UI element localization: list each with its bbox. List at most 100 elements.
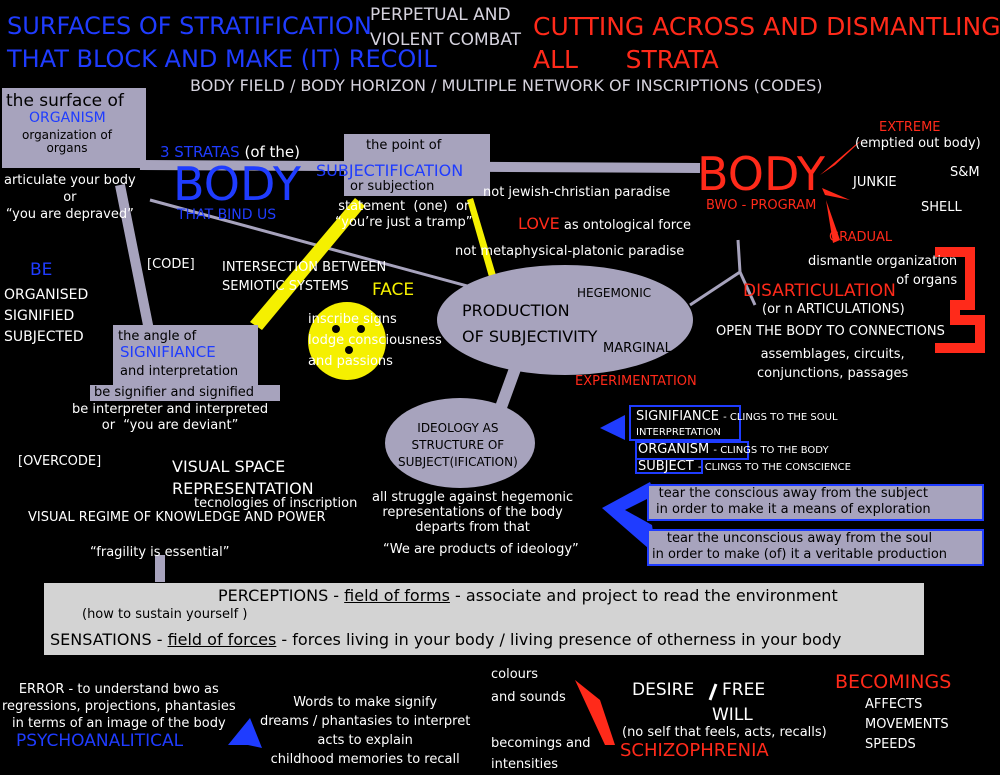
- strata-surfaces-title: SURFACES OF STRATIFICATION THAT BLOCK AN…: [7, 12, 437, 73]
- organism-label: ORGANISM: [29, 110, 106, 126]
- overcode-label: [OVERCODE]: [18, 454, 102, 469]
- gradual-text: dismantle organization of organs: [808, 254, 958, 288]
- struggle-text: all struggle against hegemonic represent…: [372, 490, 574, 535]
- body-title-blue: BODY: [173, 157, 301, 211]
- interpretation-label: and interpretation: [120, 364, 239, 379]
- products-of-ideology: “We are products of ideology”: [383, 542, 579, 557]
- extreme-item-shell: SHELL: [921, 200, 962, 215]
- bwo-program: BWO - PROGRAM: [706, 198, 817, 213]
- point-of-label: the point of: [366, 138, 442, 153]
- cutting-across-title: CUTTING ACROSS AND DISMANTLING ALL STRAT…: [533, 12, 1000, 74]
- cling-subject-text: - CLINGS TO THE CONSCIENCE: [697, 462, 851, 473]
- articulate-body-text: articulate your body or “you are deprave…: [4, 173, 136, 222]
- angle-of-label: the angle of: [118, 329, 197, 344]
- signifiance-label: SIGNIFIANCE: [120, 343, 216, 361]
- gradual-label: GRADUAL: [829, 230, 893, 245]
- red-pointers: [575, 140, 862, 745]
- tear-conscious: tear the conscious away from the subject…: [656, 486, 931, 517]
- stratas-of-the: (of the): [244, 143, 301, 161]
- extreme-label: EXTREME: [879, 120, 941, 135]
- body-title-red: BODY: [697, 147, 825, 201]
- be-list: ORGANISED SIGNIFIED SUBJECTED: [4, 287, 89, 345]
- organism-surface-label: the surface of: [6, 91, 124, 111]
- sensations-line: SENSATIONS - field of forces - forces li…: [50, 630, 842, 649]
- visual-space-label: VISUAL SPACE REPRESENTATION: [172, 457, 314, 498]
- visual-regime: VISUAL REGIME OF KNOWLEDGE AND POWER: [28, 510, 326, 525]
- psychoanalitical-label: PSYCHOANALITICAL: [16, 731, 184, 751]
- face-icon: [308, 302, 386, 380]
- production-of-subjectivity: PRODUCTION OF SUBJECTIVITY: [462, 301, 598, 346]
- becomings-items: AFFECTS MOVEMENTS SPEEDS: [865, 697, 949, 752]
- hegemonic-label: HEGEMONIC: [577, 286, 652, 300]
- colours-sounds: colours and sounds: [491, 667, 566, 705]
- statement-text: statement (one) or “you’re just a tramp”: [335, 199, 473, 230]
- extreme-item-junkie: JUNKIE: [853, 175, 897, 190]
- field-of-forces: field of forces: [167, 630, 277, 649]
- stratas-count: 3 STRATAS: [160, 143, 240, 161]
- assemblages-text: assemblages, circuits, conjunctions, pas…: [757, 347, 909, 381]
- desire-label: DESIRE: [632, 680, 695, 700]
- love-ontological: as ontological force: [563, 218, 691, 233]
- subjectification-label: SUBJECTIFICATION: [316, 161, 464, 180]
- n-articulations: (or n ARTICULATIONS): [762, 302, 905, 317]
- extreme-item-sm: S&M: [950, 165, 980, 180]
- sustain-yourself: (how to sustain yourself ): [82, 607, 248, 622]
- jewish-christian-paradise: not jewish-christian paradise: [483, 185, 671, 200]
- face-title: FACE: [372, 280, 415, 300]
- blue-pointers: [228, 415, 655, 748]
- platonic-paradise: not metaphysical-platonic paradise: [455, 244, 685, 259]
- that-bind-us: THAT BIND US: [177, 207, 277, 223]
- becomings-intensities: becomings and intensities: [491, 736, 591, 772]
- words-text: Words to make signify dreams / phantasie…: [260, 695, 471, 767]
- perceptions-line: PERCEPTIONS - field of forms - associate…: [218, 586, 838, 605]
- tecnologies-label: tecnologies of inscription: [194, 496, 358, 511]
- stratas-label: 3 STRATAS (of the): [160, 143, 301, 161]
- cling-organism-name: ORGANISM: [638, 442, 710, 457]
- sensations-desc: - forces living in your body / living pr…: [281, 630, 842, 649]
- cling-signifiance: SIGNIFIANCE - CLINGS TO THE SOUL: [636, 410, 838, 424]
- be-label: BE: [30, 260, 53, 280]
- perceptions-desc: - associate and project to read the envi…: [455, 586, 838, 605]
- sensations-label: SENSATIONS -: [50, 630, 163, 649]
- marginal-label: MARGINAL: [603, 341, 672, 356]
- grey-ellipses: [385, 265, 693, 488]
- love-label: LOVE: [518, 214, 560, 233]
- tear-unconscious: tear the unconscious away from the soul …: [652, 531, 948, 562]
- cling-organism: ORGANISM - CLINGS TO THE BODY: [638, 443, 829, 457]
- love-line: LOVE as ontological force: [518, 214, 691, 233]
- blue-outline-boxes: [629, 405, 749, 474]
- blue-tear-boxes: [647, 484, 984, 566]
- grey-boxes: [2, 88, 924, 655]
- cling-subject-name: SUBJECT: [638, 459, 694, 474]
- subtitle-network: BODY FIELD / BODY HORIZON / MULTIPLE NET…: [190, 76, 823, 95]
- no-self-text: (no self that feels, acts, recalls): [622, 725, 827, 740]
- yellow-connectors: [250, 198, 498, 330]
- emptied-out-body: (emptied out body): [855, 136, 981, 151]
- intersection-label: INTERSECTION BETWEEN SEMIOTIC SYSTEMS: [222, 260, 387, 294]
- or-subjection-label: or subjection: [350, 179, 435, 194]
- combat-label: PERPETUAL AND VIOLENT COMBAT: [370, 5, 522, 50]
- ideology-label: IDEOLOGY AS STRUCTURE OF SUBJECT(IFICATI…: [398, 421, 518, 469]
- code-label: [CODE]: [147, 257, 195, 272]
- signifier-signified: be signifier and signified: [94, 385, 255, 400]
- cling-interpretation: INTERPRETATION: [636, 427, 721, 438]
- not-equal-slash: [708, 683, 718, 701]
- experimentation-label: EXPERIMENTATION: [575, 374, 697, 389]
- cling-subject: SUBJECT - CLINGS TO THE CONSCIENCE: [638, 460, 851, 474]
- disarticulation-label: DISARTICULATION: [743, 281, 896, 301]
- becomings-label: BECOMINGS: [835, 671, 952, 693]
- cling-signifiance-text: - CLINGS TO THE SOUL: [723, 412, 838, 423]
- error-text: ERROR - to understand bwo as regressions…: [2, 682, 236, 731]
- fragility-quote: “fragility is essential”: [90, 545, 230, 560]
- perceptions-label: PERCEPTIONS -: [218, 586, 340, 605]
- cling-organism-text: - CLINGS TO THE BODY: [713, 445, 829, 456]
- field-of-forms: field of forms: [344, 586, 450, 605]
- interpreter-text: be interpreter and interpreted or “you a…: [72, 402, 269, 433]
- face-text: inscribe signs lodge consciousness and p…: [308, 312, 442, 369]
- free-label: FREE: [722, 680, 766, 700]
- cling-signifiance-name: SIGNIFIANCE: [636, 409, 719, 424]
- open-body-connections: OPEN THE BODY TO CONNECTIONS: [716, 324, 945, 339]
- will-label: WILL: [712, 705, 753, 725]
